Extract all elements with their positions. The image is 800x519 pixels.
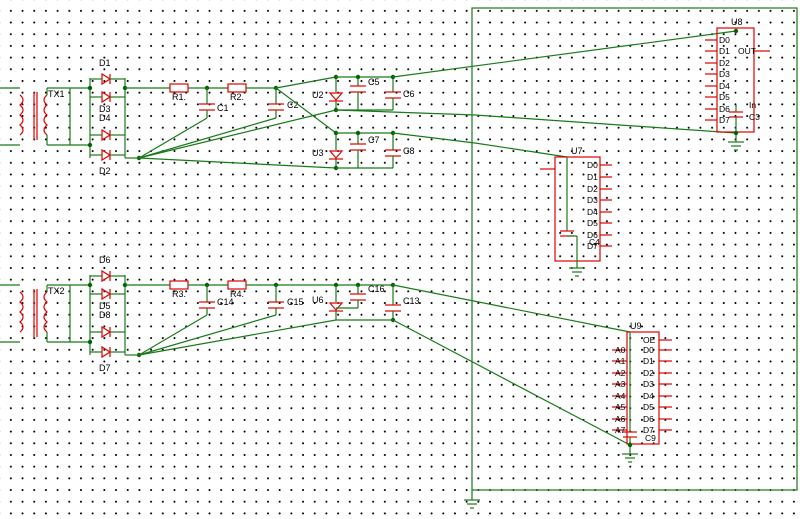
u9-pin-a4: A4 <box>615 391 626 401</box>
regulator-u3[interactable]: U3 <box>312 130 344 171</box>
u7-pin-d6: D6 <box>587 230 598 240</box>
resistor-r3[interactable] <box>169 280 189 290</box>
label-tx1: TX1 <box>48 89 65 99</box>
label-u7: U7 <box>571 146 583 156</box>
label-d8: D8 <box>99 310 111 320</box>
label-d4: D4 <box>99 113 111 123</box>
label-r2: R2. <box>230 92 244 102</box>
u9-pin-d5: D5 <box>643 402 654 412</box>
u7-pin-d2: D2 <box>587 184 598 194</box>
label-u8: U8 <box>731 17 743 27</box>
label-tx2: TX2 <box>48 286 65 296</box>
u9-pin-a1: A1 <box>615 356 626 366</box>
capacitor-c15[interactable]: C15 <box>268 285 304 315</box>
u8-pin-d4: D4 <box>719 81 730 91</box>
label-c14: C14 <box>217 297 234 307</box>
u9-pin-a6: A6 <box>615 414 626 424</box>
u9-pin-d7: D7 <box>643 425 654 435</box>
label-d2: D2 <box>99 166 111 176</box>
u9-pin-a2: A2 <box>615 368 626 378</box>
u7-overlap-c4: C4 <box>589 237 600 247</box>
bridge-d1-d4[interactable]: D1 D3 D4 D2 <box>70 58 128 176</box>
capacitor-c1[interactable]: C1 <box>199 88 229 118</box>
label-r3: R3. <box>172 289 186 299</box>
label-d5: D5 <box>99 301 111 311</box>
label-d1: D1 <box>99 58 111 68</box>
resistor-r4[interactable] <box>227 280 247 290</box>
capacitor-c14[interactable]: C14 <box>199 285 234 315</box>
u8-pin-d5: D5 <box>719 92 730 102</box>
regulator-u6[interactable]: U6 <box>312 285 344 320</box>
u9-pin-d6: D6 <box>643 414 654 424</box>
u8-pin-d3: D3 <box>719 69 730 79</box>
u8-pin-d7: D7 <box>719 115 730 125</box>
u7-pin-d4: D4 <box>587 207 598 217</box>
u9-c9: C9 <box>645 433 656 443</box>
label-u6: U6 <box>312 295 324 305</box>
enclosure-frame <box>471 7 798 491</box>
u8-pin-out: OUT <box>738 46 756 56</box>
u9-pin-d4: D4 <box>643 391 654 401</box>
bridge-d5-d8[interactable]: D6 D5 D8 D7 <box>70 255 128 373</box>
u9-pin-d2: D2 <box>643 368 654 378</box>
u8-pin-d6: D6 <box>719 104 730 114</box>
ic-u9[interactable]: U9 A0 A1 A2 A3 A4 A5 A6 A7 OE D0 D1 D2 D… <box>612 321 672 463</box>
ic-u8[interactable]: U8 D0 D1 D2 D3 D4 D5 D6 D7 OUT In C3 <box>705 17 770 151</box>
label-r4: R4. <box>230 289 244 299</box>
label-u3: U3 <box>312 148 324 158</box>
label-r1: R1. <box>172 92 186 102</box>
capacitor-c6[interactable]: C6 <box>385 74 415 110</box>
u9-pin-a0: A0 <box>615 345 626 355</box>
capacitor-c5[interactable]: C5 <box>350 74 380 110</box>
ground-symbol-frame <box>464 490 480 509</box>
label-u2: U2 <box>312 90 324 100</box>
u7-pin-d7: D7 <box>587 241 598 251</box>
label-c15: C15 <box>287 297 304 307</box>
transformer-tx1[interactable]: TX1 <box>0 87 71 146</box>
label-c6: C6 <box>403 89 415 99</box>
label-c1: C1 <box>217 103 229 113</box>
u8-pin-d0: D0 <box>719 35 730 45</box>
u9-pin-oe: OE <box>643 335 656 345</box>
u8-pin-in: In <box>749 100 756 110</box>
u9-pin-a5: A5 <box>615 402 626 412</box>
u7-pin-d3: D3 <box>587 195 598 205</box>
label-c8: C8 <box>403 146 415 156</box>
u8-pin-d2: D2 <box>719 58 730 68</box>
capacitor-c2[interactable]: C2 <box>268 88 299 118</box>
label-c16: C16 <box>368 284 385 294</box>
resistor-r1[interactable] <box>169 83 189 93</box>
u8-pin-d1: D1 <box>719 46 730 56</box>
u9-pin-d1: D1 <box>643 356 654 366</box>
label-d6: D6 <box>99 255 111 265</box>
u7-pin-d5: D5 <box>587 218 598 228</box>
u9-pin-a7: A7 <box>615 425 626 435</box>
u7-pin-d0: D0 <box>587 160 598 170</box>
u9-pin-d3: D3 <box>643 379 654 389</box>
label-u9: U9 <box>630 321 642 331</box>
label-c13: C13 <box>403 296 420 306</box>
u9-pin-d0: D0 <box>643 345 654 355</box>
label-d7: D7 <box>99 363 111 373</box>
u9-pin-a3: A3 <box>615 379 626 389</box>
label-c5: C5 <box>368 77 380 87</box>
label-c2: C2 <box>287 100 299 110</box>
capacitor-c13[interactable]: C13 <box>385 285 420 320</box>
u7-pin-d1: D1 <box>587 172 598 182</box>
capacitor-c7[interactable]: C7 <box>350 130 380 168</box>
ic-u7[interactable]: U7 D0 D1 D2 D3 D4 D5 D6 D7 C4 <box>540 146 612 277</box>
u8-c3: C3 <box>749 112 760 122</box>
capacitor-c8[interactable]: C8 <box>385 130 415 168</box>
label-c7: C7 <box>368 135 380 145</box>
resistor-r2[interactable] <box>227 83 247 93</box>
label-d3: D3 <box>99 104 111 114</box>
transformer-tx2[interactable]: TX2 <box>0 284 71 343</box>
capacitor-c16[interactable]: C16 <box>336 284 385 309</box>
